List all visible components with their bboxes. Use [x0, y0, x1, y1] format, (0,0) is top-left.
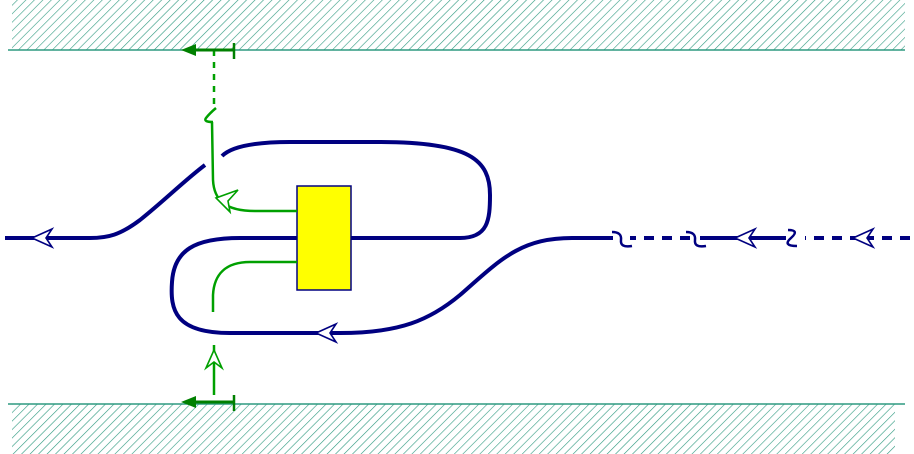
bottom-ground-marker	[181, 395, 236, 411]
outgoing-line	[5, 163, 207, 240]
arrow-lower-branch	[204, 348, 224, 371]
arrow-incoming-mid	[733, 227, 758, 249]
bottom-hatched-boundary	[8, 403, 905, 454]
line-break-s-icon	[611, 228, 798, 248]
central-device	[296, 185, 352, 291]
main-loop-line	[169, 140, 573, 335]
arrow-upper-branch	[214, 189, 239, 215]
arrow-loop-bottom	[314, 322, 339, 344]
upper-branch-line	[204, 50, 297, 213]
top-hatched-boundary	[8, 0, 905, 51]
arrow-incoming-right	[851, 227, 876, 249]
lower-branch-line	[211, 260, 297, 395]
arrow-outgoing	[30, 227, 55, 249]
top-ground-marker	[181, 43, 236, 59]
open-chevron-arrow-icon	[30, 189, 876, 371]
